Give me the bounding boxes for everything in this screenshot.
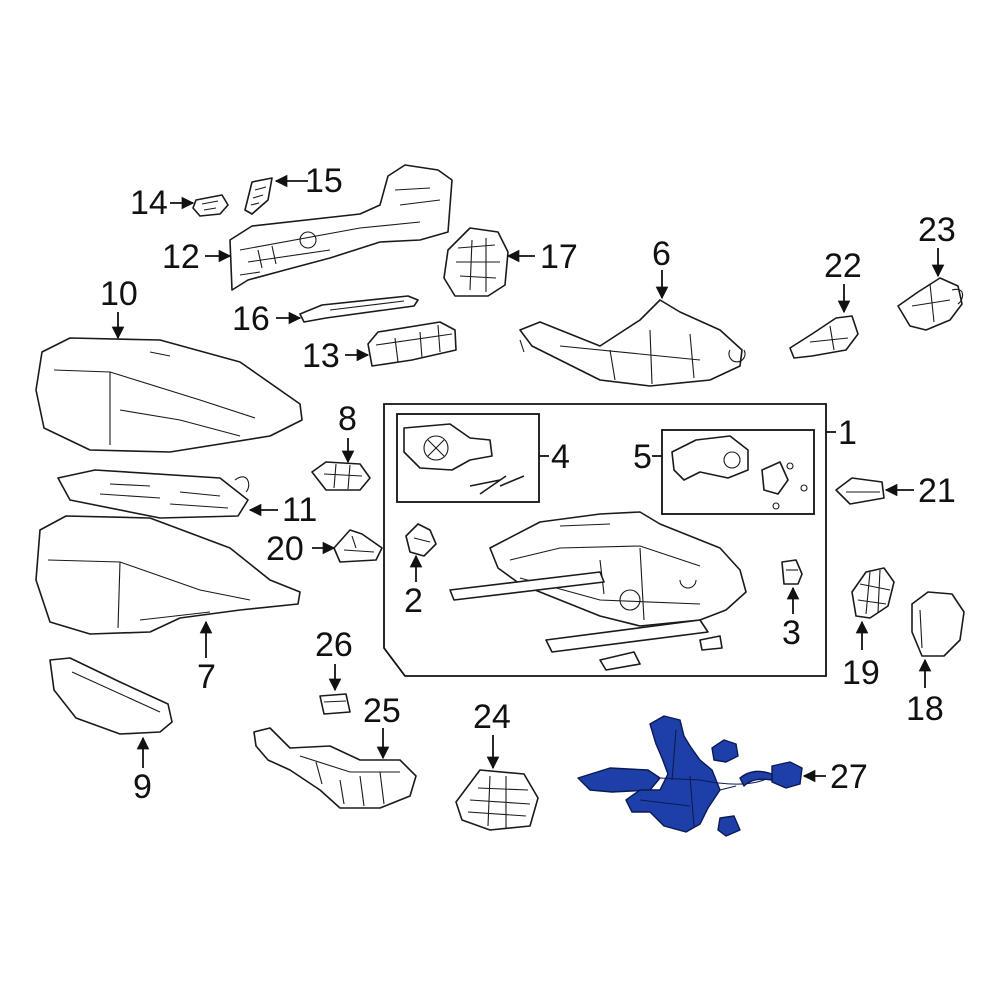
callout-2: 2 xyxy=(404,582,423,620)
part-2-clip[interactable] xyxy=(405,523,437,557)
part-24-module[interactable] xyxy=(455,769,539,831)
part-4-motor[interactable] xyxy=(403,423,525,495)
callout-26: 26 xyxy=(315,626,353,664)
part-26-connector[interactable] xyxy=(319,693,351,715)
part-17-cover[interactable] xyxy=(443,227,509,297)
callout-11: 11 xyxy=(282,491,317,529)
part-1-seat-frame[interactable] xyxy=(449,511,747,671)
callout-21: 21 xyxy=(918,472,956,510)
callout-23: 23 xyxy=(918,211,956,249)
callout-4: 4 xyxy=(551,438,570,476)
part-10-cushion-cover[interactable] xyxy=(35,337,303,453)
part-19-knob[interactable] xyxy=(851,567,895,619)
part-11-heater-mat[interactable] xyxy=(57,469,250,519)
callout-9: 9 xyxy=(133,768,152,806)
callout-13: 13 xyxy=(302,337,340,375)
part-14-clip[interactable] xyxy=(192,194,229,217)
part-21-trim[interactable] xyxy=(835,477,885,505)
part-20-wedge[interactable] xyxy=(333,529,383,563)
part-16-strip[interactable] xyxy=(299,295,419,323)
callout-5: 5 xyxy=(633,438,652,476)
callout-16: 16 xyxy=(232,300,270,338)
callout-18: 18 xyxy=(906,690,944,728)
callout-22: 22 xyxy=(824,247,862,285)
part-22-hinge[interactable] xyxy=(789,315,859,359)
part-6-seat-adjuster[interactable] xyxy=(519,299,746,387)
part-15-bracket[interactable] xyxy=(244,177,273,215)
part-5-motor[interactable] xyxy=(671,435,808,510)
part-3-connector[interactable] xyxy=(781,559,803,585)
callout-15: 15 xyxy=(305,162,343,200)
callout-24: 24 xyxy=(473,698,511,736)
callout-27: 27 xyxy=(830,758,868,796)
part-27-wire-harness[interactable] xyxy=(577,715,803,837)
callout-20: 20 xyxy=(266,530,304,568)
part-12-seat-shield[interactable] xyxy=(229,164,453,291)
callout-8: 8 xyxy=(338,400,357,438)
part-13-side-bracket[interactable] xyxy=(367,321,457,367)
callout-19: 19 xyxy=(842,654,880,692)
callout-7: 7 xyxy=(197,658,216,696)
callout-6: 6 xyxy=(652,235,671,273)
callout-17: 17 xyxy=(540,238,578,276)
callout-25: 25 xyxy=(363,692,401,730)
callout-1: 1 xyxy=(838,414,857,452)
part-25-bracket[interactable] xyxy=(253,727,417,809)
part-18-cap[interactable] xyxy=(911,591,965,657)
part-9-side-cover[interactable] xyxy=(49,657,173,735)
callout-10: 10 xyxy=(100,275,138,313)
part-8-block[interactable] xyxy=(311,461,371,491)
assembly-box-1 xyxy=(383,403,827,677)
sub-box-5 xyxy=(661,429,815,515)
callout-3: 3 xyxy=(782,614,801,652)
sub-box-4 xyxy=(396,413,540,503)
callout-12: 12 xyxy=(162,238,200,276)
part-23-bracket[interactable] xyxy=(897,277,964,331)
part-7-cushion-pad[interactable] xyxy=(35,515,301,635)
callout-14: 14 xyxy=(130,184,168,222)
